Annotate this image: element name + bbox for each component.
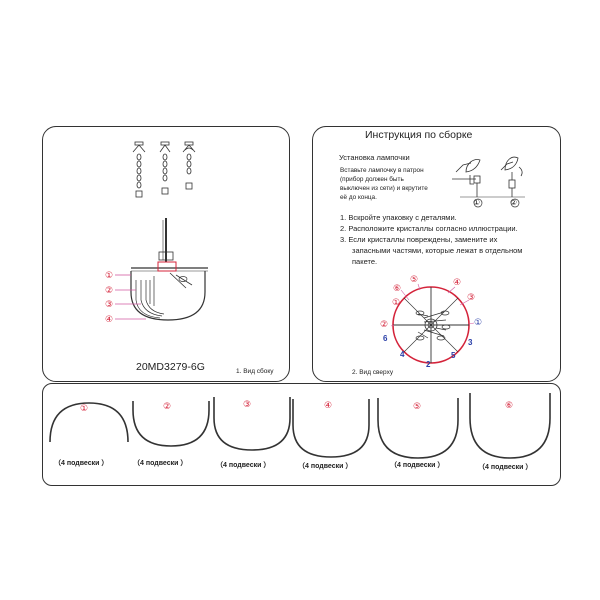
part-4-qty: （4 подвески ） (298, 463, 353, 470)
bulb-section-heading: Установка лампочки (339, 153, 410, 162)
part-2-shape (132, 401, 210, 447)
side-label-1: ① (105, 270, 114, 280)
top-view-bulbs (415, 310, 451, 341)
top-label-blue-5: 5 (451, 351, 456, 360)
part-4-label: ④ (324, 400, 333, 410)
part-5-shape (377, 398, 459, 459)
bulb-figure-1 (452, 159, 481, 197)
part-1-label: ① (80, 403, 89, 413)
top-label-blue-4: 4 (400, 350, 405, 359)
top-label-red-4: ④ (453, 277, 462, 287)
bulb-text-line-2: (прибор должен быть (340, 176, 404, 183)
part-3-label: ③ (243, 399, 252, 409)
step-line-5: пакете. (352, 257, 378, 266)
top-label-red-5: ⑤ (410, 274, 419, 284)
bulb-text-line-1: Вставьте лампочку в патрон (340, 167, 424, 174)
instructions-panel (312, 126, 561, 382)
part-2-qty: （4 подвески ） (133, 460, 188, 467)
side-label-3: ③ (105, 299, 114, 309)
step-line-1: 1. Вскройте упаковку с деталями. (340, 213, 457, 222)
part-4-shape (292, 399, 370, 458)
part-6-label: ⑥ (505, 400, 514, 410)
step-line-2: 2. Расположите кристаллы согласно иллюст… (340, 224, 518, 233)
top-label-blue-6: 6 (383, 334, 388, 343)
part-1-qty: （4 подвески ） (54, 460, 109, 467)
bulb-text-line-4: её до конца. (340, 194, 377, 201)
part-5-label: ⑤ (413, 401, 422, 411)
chain-option-1 (132, 141, 146, 198)
bulb-figure-label-2: ② (510, 198, 518, 207)
model-label: 20MD3279-6G (136, 361, 205, 373)
chain-options (132, 141, 196, 198)
side-label-2: ② (105, 285, 114, 295)
top-view-drawing (392, 286, 470, 364)
top-label-red-3: ③ (467, 292, 476, 302)
side-view-drawing (130, 218, 208, 321)
chain-option-2 (159, 141, 171, 195)
chain-option-3 (182, 141, 196, 190)
side-label-4: ④ (105, 314, 114, 324)
part-3-shape (213, 397, 291, 451)
top-label-blue-2: 2 (426, 360, 431, 369)
top-label-blue-3: 3 (468, 338, 473, 347)
part-6-shape (469, 393, 551, 459)
top-label-red-6: ⑥ (393, 283, 402, 293)
part-1-shape (49, 402, 129, 443)
part-2-label: ② (163, 401, 172, 411)
top-label-red-1: ① (392, 297, 401, 307)
step-line-4: запасными частями, которые лежат в отдел… (352, 246, 523, 255)
part-3-qty: （4 подвески ） (216, 462, 271, 469)
top-label-blue-1: ① (474, 317, 483, 327)
bulb-figure-2-marker (510, 198, 520, 208)
bulb-figure-2 (500, 156, 523, 197)
side-view-leaders (115, 274, 146, 320)
top-label-red-2: ② (380, 319, 389, 329)
part-5-qty: （4 подвески ） (390, 462, 445, 469)
instruction-title: Инструкция по сборке (365, 129, 473, 141)
bulb-text-line-3: выключен из сети) и вкрутите (340, 185, 428, 192)
top-view-caption: 2. Вид сверху (352, 369, 394, 376)
bulb-figure-label-1: ① (473, 198, 481, 207)
part-6-qty: （4 подвески ） (478, 464, 533, 471)
step-line-3: 3. Если кристаллы повреждены, замените и… (340, 235, 498, 244)
side-view-caption: 1. Вид сбоку (236, 368, 274, 375)
bulb-figure-1-marker (473, 198, 483, 208)
top-view-leaders (390, 283, 475, 327)
parts-panel (42, 383, 561, 486)
